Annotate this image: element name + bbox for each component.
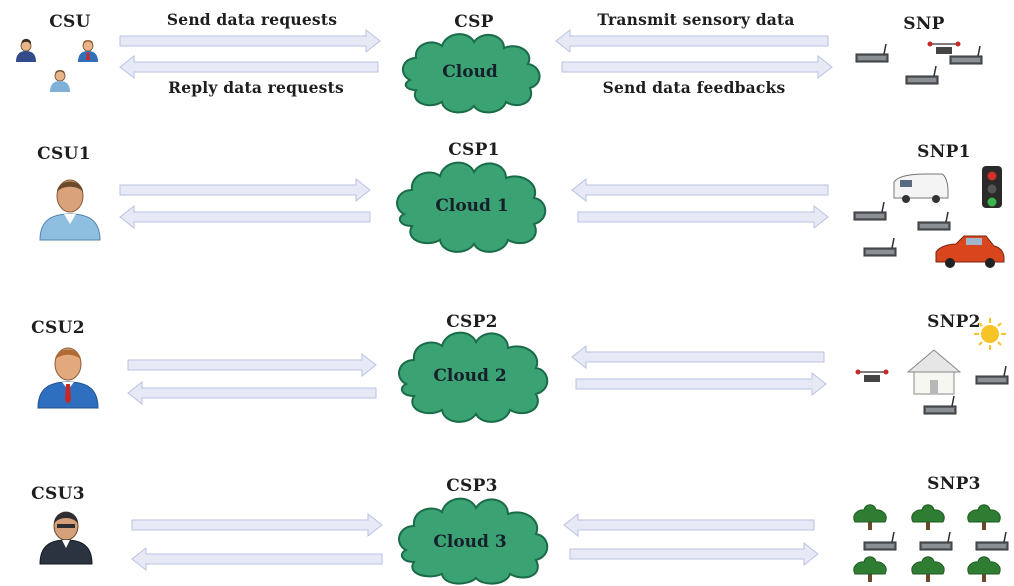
cloud-provider-label-row3: CSP3 bbox=[446, 476, 498, 496]
cloud-text-row3: Cloud 3 bbox=[433, 532, 507, 552]
arrow-sensor-to-cloud-row0 bbox=[555, 28, 829, 54]
sensor-nodes-icon-row0 bbox=[855, 41, 983, 85]
arrow-user-to-cloud-row2 bbox=[127, 352, 377, 378]
user-label-row2: CSU2 bbox=[31, 318, 85, 338]
van-icon bbox=[893, 173, 949, 203]
cloud-text-row2: Cloud 2 bbox=[433, 366, 507, 386]
user-label-row3: CSU3 bbox=[31, 484, 85, 504]
cloud-row3 bbox=[398, 497, 549, 585]
arrow-sensor-to-cloud-row2 bbox=[571, 344, 825, 370]
cloud-text-row1: Cloud 1 bbox=[435, 196, 509, 216]
arrow-label-send-requests: Send data requests bbox=[166, 10, 338, 29]
arrow-cloud-to-sensor-row2 bbox=[575, 371, 827, 397]
sun-icon bbox=[974, 318, 1006, 350]
arrow-user-to-cloud-row0 bbox=[119, 28, 381, 54]
user-avatar-icon-row3 bbox=[39, 511, 93, 565]
cloud-provider-label-row0: CSP bbox=[454, 12, 494, 32]
sensor-label-row3: SNP3 bbox=[927, 474, 981, 494]
user-avatar-icon-row2 bbox=[37, 347, 99, 409]
arrow-label-transmit-sensory: Transmit sensory data bbox=[597, 10, 795, 29]
cloud-row2 bbox=[398, 331, 549, 423]
arrow-cloud-to-user-row2 bbox=[127, 380, 377, 406]
cloud-text-row0: Cloud bbox=[442, 62, 498, 82]
cloud-row0 bbox=[401, 33, 541, 114]
sensor-scene-icon-row2 bbox=[855, 318, 1009, 415]
arrow-user-to-cloud-row1 bbox=[119, 177, 371, 203]
car-icon bbox=[935, 235, 1005, 268]
arrow-sensor-to-cloud-row3 bbox=[563, 512, 815, 538]
arrow-user-to-cloud-row3 bbox=[131, 512, 383, 538]
arrow-cloud-to-sensor-row1 bbox=[577, 204, 829, 230]
house-icon bbox=[906, 349, 962, 395]
arrow-cloud-to-sensor-row0 bbox=[561, 54, 833, 80]
arrow-cloud-to-user-row3 bbox=[131, 546, 383, 572]
sensor-scene-icon-row3 bbox=[853, 504, 1009, 583]
arrow-cloud-to-user-row1 bbox=[119, 204, 371, 230]
cloud-provider-label-row1: CSP1 bbox=[448, 140, 500, 160]
arrow-label-send-feedbacks: Send data feedbacks bbox=[602, 78, 786, 97]
arrow-sensor-to-cloud-row1 bbox=[571, 177, 829, 203]
user-group-icon bbox=[16, 38, 98, 92]
arrow-cloud-to-sensor-row3 bbox=[569, 541, 819, 567]
cloud-row1 bbox=[396, 161, 547, 253]
sensor-label-row0: SNP bbox=[903, 14, 945, 34]
user-label-row1: CSU1 bbox=[37, 144, 91, 164]
arrow-cloud-to-user-row0 bbox=[119, 54, 379, 80]
traffic-light-icon bbox=[982, 166, 1002, 208]
cloud-provider-label-row2: CSP2 bbox=[446, 312, 498, 332]
user-avatar-icon-row1 bbox=[39, 179, 101, 241]
sensor-label-row1: SNP1 bbox=[917, 142, 971, 162]
arrow-label-reply-requests: Reply data requests bbox=[168, 78, 344, 97]
sensor-label-row2: SNP2 bbox=[927, 312, 981, 332]
user-label-row0: CSU bbox=[49, 12, 91, 32]
sensor-scene-icon-row1 bbox=[853, 166, 1005, 268]
